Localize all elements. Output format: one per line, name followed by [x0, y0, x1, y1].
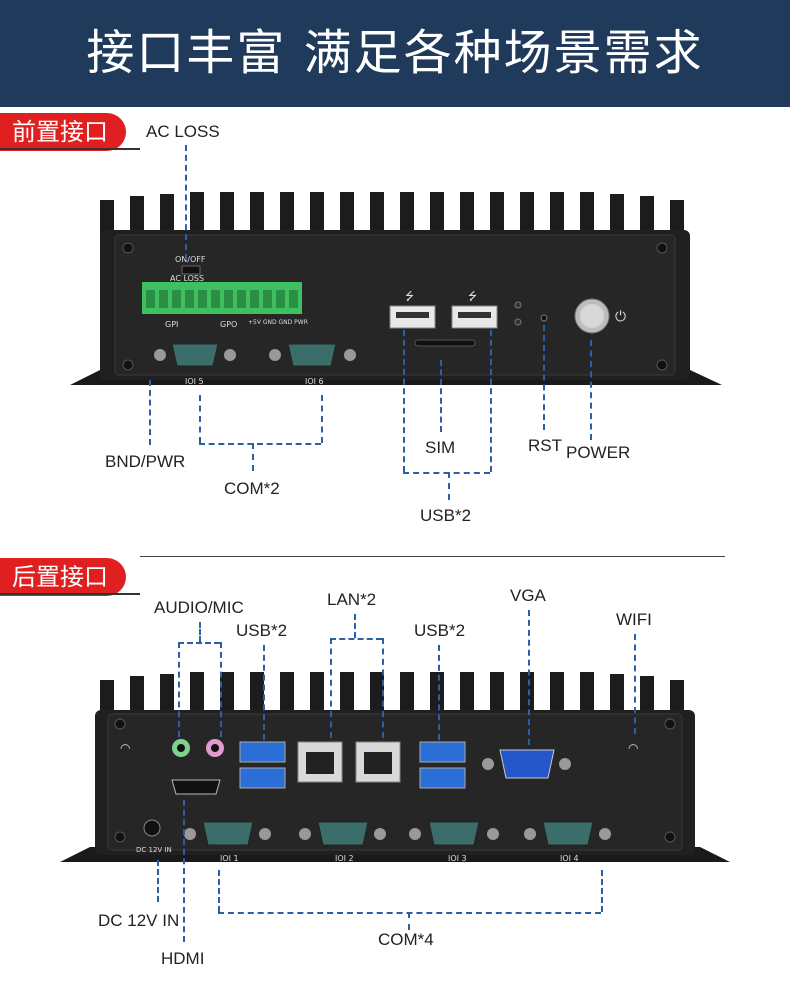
rear-section-tag: 后置接口 [0, 558, 126, 596]
com-rear-stem [408, 912, 410, 930]
lan-stem [354, 614, 356, 638]
page-title: 接口丰富 满足各种场景需求 [86, 25, 704, 81]
wifi-icon: ◠ [120, 741, 130, 755]
ac-loss-label: AC LOSS [146, 122, 220, 141]
gpi-label: GPI [165, 320, 178, 329]
lan-leader-right [382, 638, 384, 738]
pins-label: +5V GND GND PWR [248, 319, 308, 326]
usb-icon: ⭍ [405, 290, 414, 303]
hdmi-leader [183, 800, 185, 942]
bnd-pwr-label: BND/PWR [105, 452, 186, 471]
wifi-label: WIFI [616, 610, 652, 629]
com-rear-leader-right [601, 870, 603, 912]
bnd-pwr-leader [149, 380, 151, 445]
power-leader [590, 340, 592, 440]
com6-port [269, 343, 356, 367]
power-label: POWER [566, 443, 631, 462]
hdmi-label: HDMI [161, 949, 205, 968]
gpo-label: GPO [220, 320, 237, 329]
usb-front-bracket [403, 472, 490, 474]
audio-mic-label: AUDIO/MIC [154, 598, 244, 617]
wifi-icon: ◠ [628, 741, 638, 755]
com-front-label: COM*2 [224, 479, 280, 498]
usb-rear-left-leader [263, 645, 265, 740]
lan-leader-left [330, 638, 332, 738]
com2-label: IOI 2 [335, 854, 354, 863]
lan-label: LAN*2 [327, 590, 377, 609]
com-front-leader-right [321, 395, 323, 443]
usb-front-leader-right [490, 330, 492, 472]
front-divider [0, 148, 140, 150]
front-device-image: ON/OFF AC LOSS GPI GPO +5V GND GND PWR I… [60, 190, 730, 405]
usb-rear-right-label: USB*2 [414, 621, 466, 640]
header-banner: 接口丰富 满足各种场景需求 [0, 0, 790, 107]
audio-bracket [178, 642, 220, 644]
dc-panel-label: DC 12V IN [136, 846, 172, 854]
com5-label: IOI 5 [185, 377, 204, 386]
front-section-tag: 前置接口 [0, 113, 126, 151]
com-front-stem [252, 443, 254, 471]
usb-front-label: USB*2 [420, 506, 472, 525]
dc-in-label: DC 12V IN [98, 911, 180, 930]
com-rear-label: COM*4 [378, 930, 434, 949]
sim-label: SIM [425, 438, 456, 457]
com6-label: IOI 6 [305, 377, 324, 386]
com5-port [154, 343, 236, 367]
audio-leader-right [220, 642, 222, 737]
sim-leader [440, 360, 442, 432]
usb-front-stem [448, 472, 450, 500]
com-front-leader-left [199, 395, 201, 443]
com1-label: IOI 1 [220, 854, 239, 863]
audio-leader-left [178, 642, 180, 737]
vga-label: VGA [510, 586, 546, 605]
on-off-label: ON/OFF [175, 255, 206, 264]
com3-label: IOI 3 [448, 854, 467, 863]
audio-stem [199, 622, 201, 642]
ac-loss-leader [185, 145, 187, 260]
vga-leader [528, 610, 530, 745]
rst-leader [543, 325, 545, 430]
power-icon: ⏻ [615, 309, 626, 325]
rear-top-line [140, 556, 725, 557]
com-front-bracket [199, 443, 321, 445]
wifi-leader [634, 634, 636, 734]
rear-divider [0, 593, 140, 595]
usb-rear-left-label: USB*2 [236, 621, 288, 640]
com-rear-leader-left [218, 870, 220, 912]
ac-loss-panel-label: AC LOSS [170, 274, 204, 283]
lan-bracket [330, 638, 382, 640]
rst-label: RST [528, 436, 562, 455]
usb-front-leader-left [403, 330, 405, 472]
usb-icon: ⭍ [468, 290, 477, 303]
com4-label: IOI 4 [560, 854, 579, 863]
rear-device-image: ◠ ◠ DC 12V IN IOI 1 IOI 2 IOI 3 [60, 672, 730, 872]
usb-rear-right-leader [438, 645, 440, 740]
dc-leader [157, 860, 159, 902]
